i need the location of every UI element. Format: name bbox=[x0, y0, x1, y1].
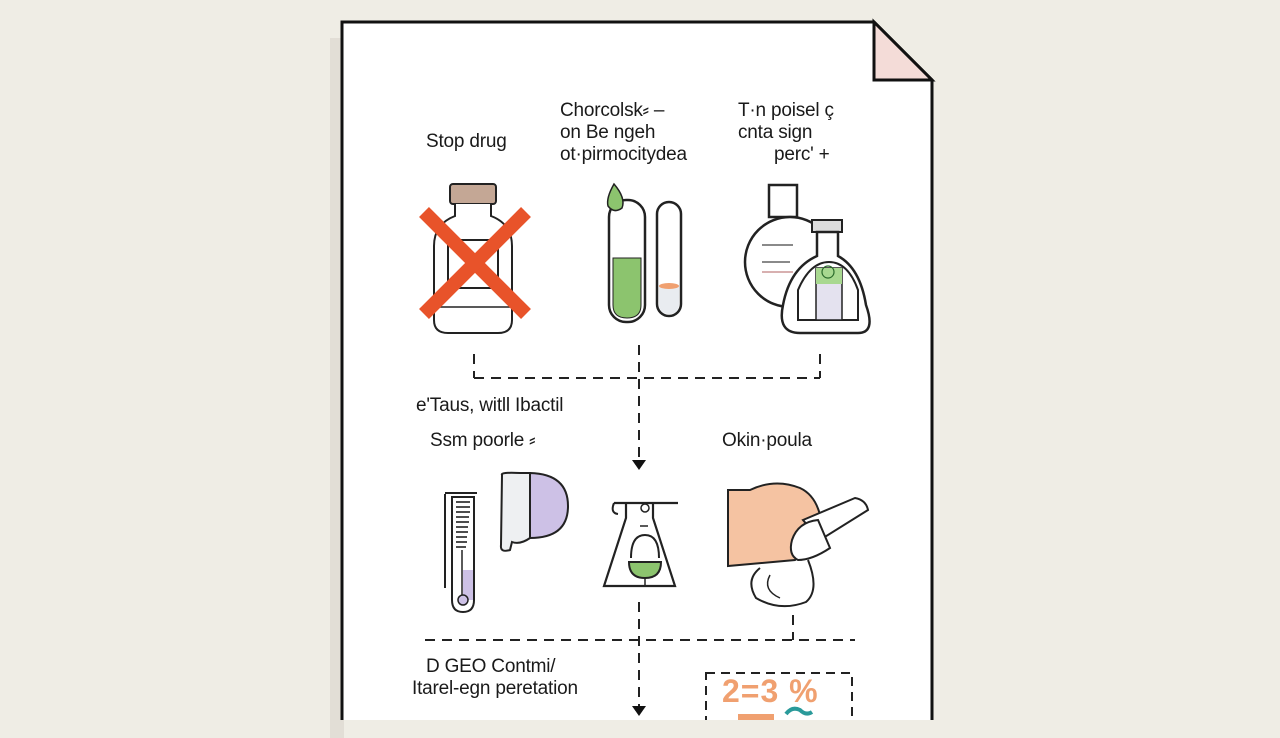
flow-connector-row2 bbox=[425, 602, 855, 708]
hand-with-inhaler-icon bbox=[727, 482, 870, 608]
bottom-label: D GEO Contmi/ Itarel-egn peretation bbox=[412, 656, 578, 699]
step-label-temporal-sign: T·n poisel ç cnta sign perc' + bbox=[738, 100, 834, 165]
result-percentage: 2=3 % bbox=[722, 673, 819, 709]
step-label-culture-test: Chorcolsk⸗ – on Be ngeh ot·pirmocitydea bbox=[560, 100, 687, 165]
step-label-sample: Ssm poorle ⸗ bbox=[430, 430, 536, 451]
document-illustration bbox=[340, 18, 936, 720]
beaker-with-bowl-icon bbox=[602, 501, 678, 588]
mid-label: e'Taus, witll Ibactil bbox=[416, 395, 564, 416]
arrow-down-icon bbox=[632, 706, 646, 716]
arrow-down-icon bbox=[632, 460, 646, 470]
result-box bbox=[705, 672, 853, 720]
flasks-icon bbox=[743, 183, 871, 335]
test-tubes-icon bbox=[606, 182, 683, 324]
thermometer-and-vial-icon bbox=[444, 471, 570, 614]
step-label-skin: Okin·poula bbox=[722, 430, 812, 451]
crossed-out-medicine-bottle-icon bbox=[419, 183, 531, 334]
page-corner-fold bbox=[872, 18, 936, 82]
flow-connector-row1 bbox=[473, 345, 821, 462]
step-label-stop-drug: Stop drug bbox=[426, 131, 507, 152]
